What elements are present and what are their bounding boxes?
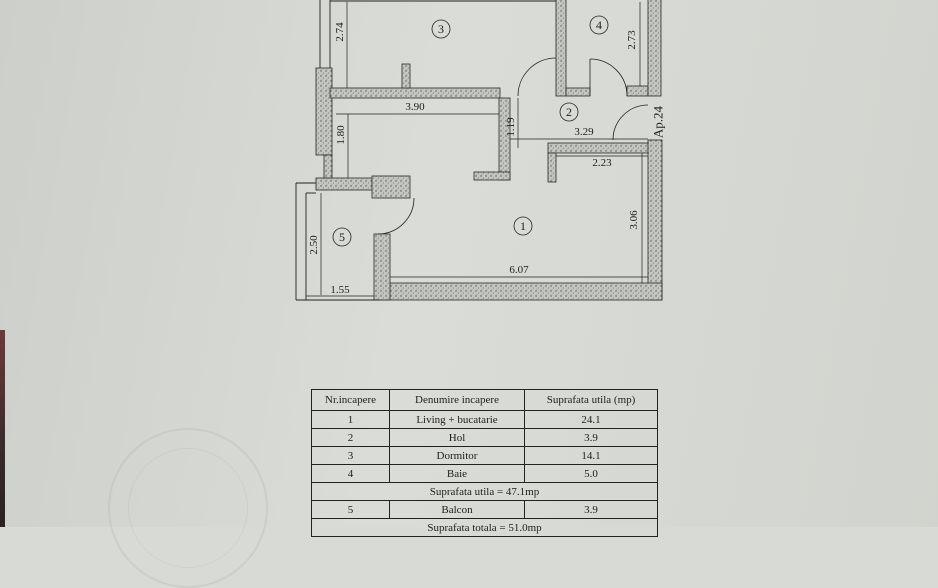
room-marker-4-number: 4 bbox=[596, 18, 602, 32]
cell-room-area: 3.9 bbox=[524, 428, 658, 447]
dim-bath-height: 2.73 bbox=[626, 30, 638, 50]
room-marker-5: 5 bbox=[332, 227, 352, 247]
cell-room-number: 3 bbox=[311, 446, 390, 465]
dim-living-right-width: 2.23 bbox=[592, 157, 612, 169]
header-room-name: Denumire incapere bbox=[389, 389, 525, 411]
adjacent-page-edge bbox=[0, 330, 5, 527]
wall-room4-bottom-left bbox=[565, 87, 591, 97]
wall-right-upper bbox=[647, 0, 662, 97]
dim-hall-depth: 1.19 bbox=[505, 117, 517, 137]
area-table: Nr.incapere Denumire incapere Suprafata … bbox=[311, 389, 659, 537]
cell-room-name: Hol bbox=[389, 428, 525, 447]
apartment-label: Ap.24 bbox=[651, 105, 666, 138]
faint-stamp-inner-ring bbox=[128, 448, 248, 568]
table-row: 3 Dormitor 14.1 bbox=[311, 446, 658, 465]
wall-left-upper bbox=[315, 67, 333, 156]
dim-living-length: 6.07 bbox=[509, 264, 529, 276]
room-marker-1-number: 1 bbox=[520, 219, 526, 233]
dim-living-height: 3.06 bbox=[628, 210, 640, 230]
total-area-summary-row: Suprafata totala = 51.0mp bbox=[311, 518, 658, 537]
cell-balcony-area: 3.9 bbox=[524, 500, 658, 519]
faint-stamp-watermark bbox=[108, 428, 268, 588]
cell-room-number: 1 bbox=[311, 410, 390, 429]
walls bbox=[315, 0, 663, 301]
wall-right-lower bbox=[647, 139, 663, 301]
wall-hall-left bbox=[498, 97, 511, 181]
room-marker-3-number: 3 bbox=[438, 22, 444, 36]
balcony-outline bbox=[295, 182, 380, 301]
table-header-row: Nr.incapere Denumire incapere Suprafata … bbox=[311, 389, 658, 411]
cell-balcony-number: 5 bbox=[311, 500, 390, 519]
wall-living-top-right bbox=[547, 142, 662, 154]
wall-hall-stub bbox=[473, 171, 511, 181]
wall-room3-bottom bbox=[329, 87, 501, 99]
room-marker-3: 3 bbox=[431, 19, 451, 39]
dimension-lines bbox=[306, 2, 648, 297]
wall-balcony-top bbox=[315, 177, 379, 191]
room-marker-2: 2 bbox=[559, 102, 579, 122]
wall-living-stub bbox=[547, 152, 557, 183]
wall-room3-room4-partition bbox=[555, 0, 567, 97]
header-useful-area: Suprafata utila (mp) bbox=[524, 389, 658, 411]
header-room-number: Nr.incapere bbox=[311, 389, 390, 411]
cell-room-number: 4 bbox=[311, 464, 390, 483]
table-row: 4 Baie 5.0 bbox=[311, 464, 658, 483]
cell-room-name: Baie bbox=[389, 464, 525, 483]
useful-area-summary: Suprafata utila = 47.1mp bbox=[311, 482, 658, 501]
room-marker-4: 4 bbox=[589, 15, 609, 35]
wall-bottom bbox=[379, 282, 663, 301]
cell-room-area: 5.0 bbox=[524, 464, 658, 483]
wall-room3-stub bbox=[401, 63, 411, 89]
room-marker-5-number: 5 bbox=[339, 230, 345, 244]
cell-room-name: Dormitor bbox=[389, 446, 525, 465]
cell-room-area: 24.1 bbox=[524, 410, 658, 429]
dimension-labels: 2.74 3.90 1.80 1.19 3.29 2.73 2.23 3.06 … bbox=[308, 22, 666, 296]
dim-hall-width: 3.29 bbox=[574, 126, 594, 138]
cell-balcony-name: Balcon bbox=[389, 500, 525, 519]
wall-left-lower bbox=[323, 154, 333, 179]
wall-living-left-lower bbox=[373, 233, 391, 301]
cell-room-area: 14.1 bbox=[524, 446, 658, 465]
balcony-door-swing bbox=[377, 197, 415, 235]
balcony-row: 5 Balcon 3.9 bbox=[311, 500, 658, 519]
dim-balcony-height: 2.50 bbox=[308, 235, 320, 255]
table-row: 1 Living + bucatarie 24.1 bbox=[311, 410, 658, 429]
dim-balcony-width: 1.55 bbox=[330, 284, 350, 296]
dim-room3-height: 2.74 bbox=[334, 22, 346, 42]
table-row: 2 Hol 3.9 bbox=[311, 428, 658, 447]
cell-room-name: Living + bucatarie bbox=[389, 410, 525, 429]
wall-block-door bbox=[371, 175, 411, 199]
dim-living-upper-depth: 1.80 bbox=[335, 125, 347, 145]
floor-plan: 2.74 3.90 1.80 1.19 3.29 2.73 2.23 3.06 … bbox=[295, 0, 666, 301]
room-marker-2-number: 2 bbox=[566, 105, 572, 119]
room-marker-1: 1 bbox=[513, 216, 533, 236]
room3-door-swing bbox=[517, 57, 557, 97]
dim-living-upper-width: 3.90 bbox=[405, 101, 425, 113]
useful-area-summary-row: Suprafata utila = 47.1mp bbox=[311, 482, 658, 501]
room4-door-swing bbox=[589, 58, 628, 97]
total-area-summary: Suprafata totala = 51.0mp bbox=[311, 518, 658, 537]
wall-room4-bottom-right bbox=[626, 85, 649, 97]
entrance-door-swing bbox=[612, 104, 649, 141]
area-table-grid: Nr.incapere Denumire incapere Suprafata … bbox=[311, 389, 658, 537]
cell-room-number: 2 bbox=[311, 428, 390, 447]
doors bbox=[377, 57, 649, 235]
